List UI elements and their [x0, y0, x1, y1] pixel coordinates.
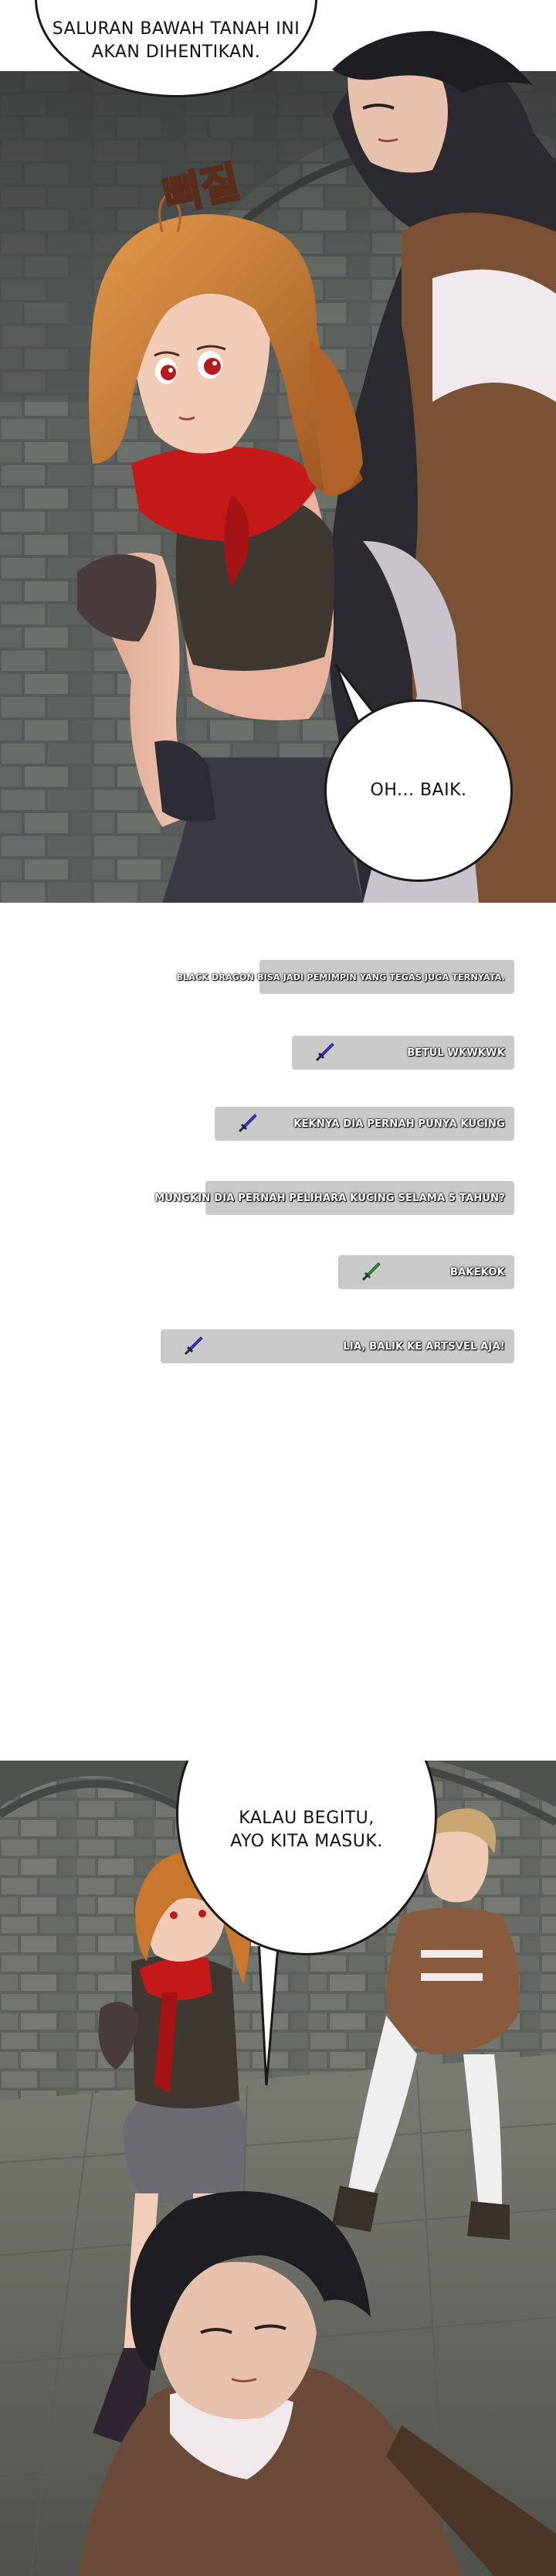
chat-message-text: MUNGKIN DIA PERNAH PELIHARA KUCING SELAM…: [154, 1192, 505, 1204]
chat-message: LIA, BALIK KE ARTSVEL AJA!: [161, 1329, 514, 1363]
chat-message: BAKEKOK: [338, 1255, 514, 1289]
chat-section: BLACK DRAGON BISA JADI PEMIMPIN YANG TEG…: [0, 903, 556, 1761]
top-panel-art: [0, 0, 556, 903]
top-comic-panel: SALURAN BAWAH TANAH INI AKAN DIHENTIKAN.…: [0, 0, 556, 903]
bottom-comic-panel: KALAU BEGITU, AYO KITA MASUK.: [0, 1761, 556, 2576]
blue-sword-icon: [315, 1043, 334, 1062]
chat-message: KEKNYA DIA PERNAH PUNYA KUCING: [215, 1107, 514, 1141]
chat-message: BETUL WKWKWK: [292, 1036, 514, 1070]
blue-sword-icon: [184, 1336, 203, 1356]
chat-message-text: BETUL WKWKWK: [407, 1046, 505, 1059]
speech-bubble-top: SALURAN BAWAH TANAH INI AKAN DIHENTIKAN.: [35, 0, 317, 97]
chat-message-text: BAKEKOK: [450, 1266, 505, 1278]
blue-sword-icon: [238, 1114, 257, 1133]
speech-bubble-reply: OH... BAIK.: [324, 699, 513, 882]
chat-message: MUNGKIN DIA PERNAH PELIHARA KUCING SELAM…: [154, 1181, 514, 1215]
green-sword-icon: [361, 1262, 381, 1281]
chat-message-text: BLACK DRAGON BISA JADI PEMIMPIN YANG TEG…: [176, 972, 505, 982]
speech-bubble-top-text: SALURAN BAWAH TANAH INI AKAN DIHENTIKAN.: [52, 19, 300, 62]
chat-message-text: KEKNYA DIA PERNAH PUNYA KUCING: [293, 1118, 505, 1130]
chat-message-text: LIA, BALIK KE ARTSVEL AJA!: [343, 1340, 505, 1353]
speech-bubble-reply-text: OH... BAIK.: [370, 781, 467, 800]
chat-message: BLACK DRAGON BISA JADI PEMIMPIN YANG TEG…: [177, 960, 514, 994]
speech-bubble-bottom-text: KALAU BEGITU, AYO KITA MASUK.: [230, 1809, 383, 1851]
